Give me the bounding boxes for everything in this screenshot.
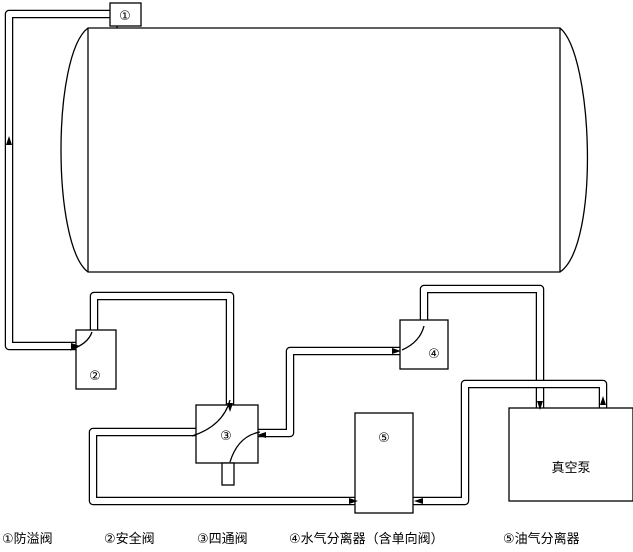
four-way-valve: ③ xyxy=(191,399,261,486)
legend: ①防溢阀 ②安全阀 ③四通阀 ④水气分离器（含单向阀） ⑤油气分离器 xyxy=(0,530,633,552)
flow-arrow-up xyxy=(6,136,12,145)
flow-arrow-into-valve2 xyxy=(71,343,80,349)
flow-arrows xyxy=(6,136,606,504)
flow-arrow-into-separator5 xyxy=(349,498,358,504)
oil-gas-separator: ⑤ xyxy=(354,412,414,514)
flow-arrow-into-pump xyxy=(537,401,543,410)
pump-label: 真空泵 xyxy=(551,461,590,476)
flow-arrow-out-separator5 xyxy=(414,498,423,504)
flow-arrow-into-valve3 xyxy=(227,403,233,412)
component-1-mark: ① xyxy=(119,9,131,24)
component-3-mark: ③ xyxy=(220,429,232,444)
legend-item-4: ④水气分离器（含单向阀） xyxy=(289,532,444,547)
component-2-mark: ② xyxy=(89,369,101,384)
pipe-network xyxy=(4,9,608,506)
storage-tank xyxy=(60,24,589,273)
vacuum-pump: 真空泵 xyxy=(508,407,633,502)
flow-arrow-out-pump xyxy=(600,396,606,405)
flow-arrow-into-valve4 xyxy=(392,348,401,354)
component-4-mark: ④ xyxy=(428,347,440,362)
legend-item-2: ②安全阀 xyxy=(104,532,155,547)
legend-item-3: ③四通阀 xyxy=(197,532,248,547)
water-gas-separator: ④ xyxy=(399,319,449,370)
safety-valve: ② xyxy=(69,329,117,390)
legend-item-5: ⑤油气分离器 xyxy=(503,532,580,547)
anti-overflow-valve: ① xyxy=(109,2,142,27)
legend-item-1: ①防溢阀 xyxy=(2,532,53,547)
flow-arrow-out-valve3 xyxy=(257,432,266,438)
component-5-mark: ⑤ xyxy=(378,431,390,446)
